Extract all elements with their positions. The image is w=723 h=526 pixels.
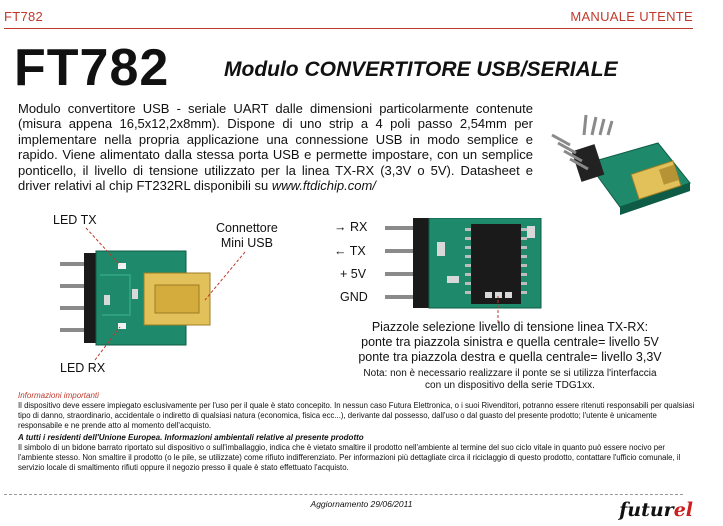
footer-divider <box>4 494 683 495</box>
module-top-view <box>60 250 211 346</box>
pcb-trace <box>100 274 131 316</box>
callout-led-rx <box>94 326 121 361</box>
header-divider <box>4 28 693 29</box>
label-connector-line2: Mini USB <box>220 236 273 250</box>
page-subtitle: Modulo CONVERTITORE USB/SERIALE <box>224 58 618 81</box>
solder-pad-left <box>485 292 492 298</box>
led-tx-chip <box>118 263 126 269</box>
logo-part-b: el <box>673 499 693 521</box>
label-pin-tx: ← TX <box>334 244 366 258</box>
note-line2: con un dispositivo della serie TDG1xx. <box>425 380 595 391</box>
label-pin-rx: → RX <box>334 220 368 234</box>
callout-led-tx <box>85 227 121 266</box>
module-bottom-view <box>385 218 542 309</box>
ftdi-link[interactable]: www.ftdichip.com/ <box>271 178 376 194</box>
jumper-caption: Piazzole selezione livello di tensione l… <box>340 320 680 365</box>
label-led-rx: LED RX <box>60 361 106 375</box>
label-led-tx: LED TX <box>53 213 97 227</box>
label-connector-line1: Connettore <box>216 221 278 235</box>
intro-paragraph: Modulo convertitore USB - seriale UART d… <box>18 101 533 193</box>
note-line1: Nota: non è necessario realizzare il pon… <box>363 368 657 379</box>
led-rx-chip <box>118 323 126 329</box>
callout-usb <box>204 251 246 301</box>
pin-header-left <box>60 253 98 343</box>
label-pin-gnd: GND <box>340 290 368 304</box>
footer-update: Aggiornamento 29/06/2011 <box>310 499 413 509</box>
header-manual-label: MANUALE UTENTE <box>570 9 693 24</box>
jumper-note: Nota: non è necessario realizzare il pon… <box>340 368 680 392</box>
smd-component <box>104 295 110 305</box>
caption-line3: ponte tra piazzola destra e quella centr… <box>358 350 662 364</box>
module-photo-3d <box>551 114 691 215</box>
caption-line1: Piazzole selezione livello di tensione l… <box>371 320 649 334</box>
mini-usb-shell-detail <box>154 284 200 314</box>
usb-connector-opening <box>658 164 680 185</box>
pin-header-right <box>385 218 429 308</box>
label-pin-5v: + 5V <box>340 267 367 281</box>
chip-pins <box>465 228 527 294</box>
page-title: FT782 <box>14 39 170 97</box>
label-connector: Connettore Mini USB <box>216 221 278 251</box>
pin-header-3d <box>551 114 614 182</box>
intro-text: Modulo convertitore USB - seriale UART d… <box>18 101 533 194</box>
info-eu-heading: A tutti i residenti dell'Unione Europea.… <box>18 433 364 442</box>
header-code: FT782 <box>4 9 44 24</box>
solder-pad-right <box>505 292 512 298</box>
smd-component <box>447 276 459 283</box>
info-paragraph-2: Il simbolo di un bidone barrato riportat… <box>18 443 681 473</box>
logo-part-a: futur <box>619 499 674 521</box>
smd-component <box>527 226 535 238</box>
ft232rl-chip <box>471 224 521 304</box>
futurel-logo: futurel <box>619 499 693 521</box>
smd-component <box>132 289 138 299</box>
info-title: Informazioni importanti <box>18 391 99 400</box>
module-pcb-edge <box>620 183 690 215</box>
caption-line2: ponte tra piazzola sinistra e quella cen… <box>361 335 659 349</box>
solder-pad-center <box>495 292 502 298</box>
smd-component <box>437 242 445 256</box>
info-paragraph-1: Il dispositivo deve essere impiegato esc… <box>18 401 695 431</box>
